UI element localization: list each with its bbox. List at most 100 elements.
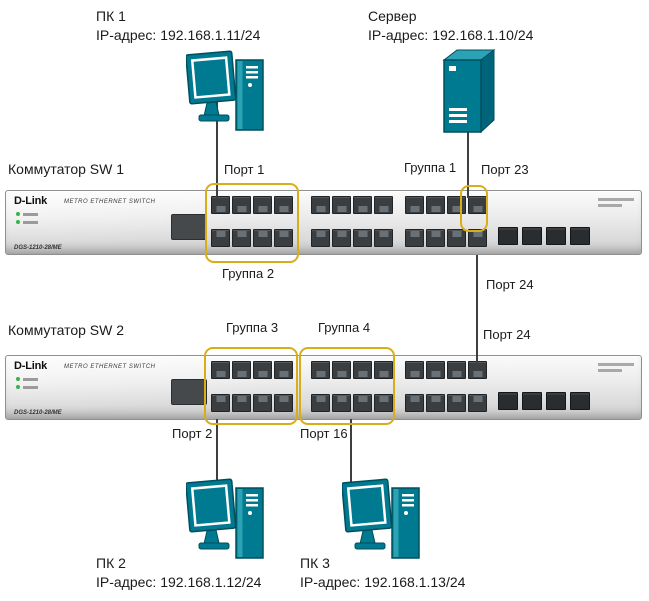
port-block-1 xyxy=(211,196,293,247)
pk1-name: ПК 1 xyxy=(96,8,126,24)
rj45-port xyxy=(353,229,372,247)
sfp-slot xyxy=(546,392,566,410)
rj45-port xyxy=(426,361,445,379)
rj45-port xyxy=(253,361,272,379)
rj45-port xyxy=(232,394,251,412)
sfp-slot xyxy=(546,227,566,245)
rj45-port xyxy=(232,361,251,379)
rj45-port xyxy=(447,229,466,247)
pc-tower xyxy=(391,487,420,559)
sfp-slot xyxy=(570,392,590,410)
sfp-slot xyxy=(570,227,590,245)
pc-monitor xyxy=(342,478,393,550)
sfp-uplink-block xyxy=(498,392,590,410)
led-row xyxy=(16,377,38,381)
pk3-ip: IP-адрес: 192.168.1.13/24 xyxy=(300,574,466,590)
console-led xyxy=(16,220,20,224)
port-block-3 xyxy=(405,196,487,247)
power-led xyxy=(16,377,20,381)
panel-fineprint xyxy=(598,204,622,207)
vent-grille xyxy=(171,214,207,240)
port-block-2 xyxy=(311,361,393,412)
port24-sw2-label: Порт 24 xyxy=(483,327,531,342)
rj45-port xyxy=(253,196,272,214)
rj45-port xyxy=(211,361,230,379)
led-caption xyxy=(23,212,38,216)
server-name: Сервер xyxy=(368,8,417,24)
gruppa4-label: Группа 4 xyxy=(318,320,371,335)
pc-monitor xyxy=(186,50,237,122)
port1-label: Порт 1 xyxy=(224,162,265,177)
port2-label: Порт 2 xyxy=(172,426,213,441)
rj45-port xyxy=(405,196,424,214)
gruppa2-label: Группа 2 xyxy=(222,266,275,281)
rj45-port xyxy=(353,361,372,379)
rj45-port xyxy=(332,196,351,214)
rj45-port xyxy=(311,196,330,214)
status-leds xyxy=(16,377,38,393)
sfp-uplink-block xyxy=(498,227,590,245)
rj45-port xyxy=(405,229,424,247)
port16-label: Порт 16 xyxy=(300,426,348,441)
rj45-port xyxy=(374,196,393,214)
led-row xyxy=(16,212,38,216)
server-ip: IP-адрес: 192.168.1.10/24 xyxy=(368,27,534,43)
pc2-icon xyxy=(186,478,264,559)
sfp-slot xyxy=(498,227,518,245)
panel-fineprint xyxy=(598,363,634,366)
rj45-port xyxy=(374,229,393,247)
rj45-port xyxy=(447,394,466,412)
rj45-port xyxy=(332,394,351,412)
pc-tower xyxy=(235,59,264,131)
led-caption xyxy=(23,377,38,381)
sfp-slot xyxy=(498,392,518,410)
panel-fineprint xyxy=(598,369,622,372)
status-leds xyxy=(16,212,38,228)
switch-tagline: METRO ETHERNET SWITCH xyxy=(64,199,156,205)
switch-sw2: D-Link METRO ETHERNET SWITCH DGS-1210-28… xyxy=(5,355,642,420)
pk2-ip: IP-адрес: 192.168.1.12/24 xyxy=(96,574,262,590)
sfp-slot xyxy=(522,227,542,245)
rj45-port xyxy=(353,394,372,412)
rj45-port xyxy=(232,196,251,214)
rj45-port xyxy=(426,229,445,247)
gruppa1-label: Группа 1 xyxy=(404,160,457,175)
group2-highlight xyxy=(205,183,299,263)
rj45-port xyxy=(274,394,293,412)
gruppa3-label: Группа 3 xyxy=(226,320,279,335)
rj45-port xyxy=(447,361,466,379)
rj45-port xyxy=(211,229,230,247)
led-caption xyxy=(23,220,38,224)
cable-pc1-sw1 xyxy=(216,100,218,198)
pk1-ip: IP-адрес: 192.168.1.11/24 xyxy=(96,27,261,43)
rj45-port xyxy=(468,394,487,412)
group4-highlight xyxy=(299,347,395,425)
port-block-2 xyxy=(311,196,393,247)
cable-server-sw1 xyxy=(467,120,469,198)
pc3-icon xyxy=(342,478,420,559)
pc1-icon xyxy=(186,50,264,131)
console-led xyxy=(16,385,20,389)
pc-monitor xyxy=(186,478,237,550)
dlink-logo: D-Link xyxy=(14,195,48,207)
rj45-port xyxy=(468,229,487,247)
cable-sw2-pc3 xyxy=(350,419,352,500)
led-row xyxy=(16,220,38,224)
switch-model-label: DGS-1210-28/ME xyxy=(14,410,62,416)
sfp-slot xyxy=(522,392,542,410)
port-block-3 xyxy=(405,361,487,412)
rj45-port xyxy=(274,229,293,247)
port24-sw1-label: Порт 24 xyxy=(486,277,534,292)
cable-sw1-sw2 xyxy=(476,255,478,367)
rj45-port xyxy=(211,394,230,412)
rj45-port xyxy=(253,229,272,247)
led-row xyxy=(16,385,38,389)
sw2-label: Коммутатор SW 2 xyxy=(8,322,125,338)
switch-model-label: DGS-1210-28/ME xyxy=(14,245,62,251)
vent-grille xyxy=(171,379,207,405)
sw1-label: Коммутатор SW 1 xyxy=(8,161,125,177)
server-icon xyxy=(442,48,496,134)
rj45-port xyxy=(405,361,424,379)
rj45-port xyxy=(374,361,393,379)
